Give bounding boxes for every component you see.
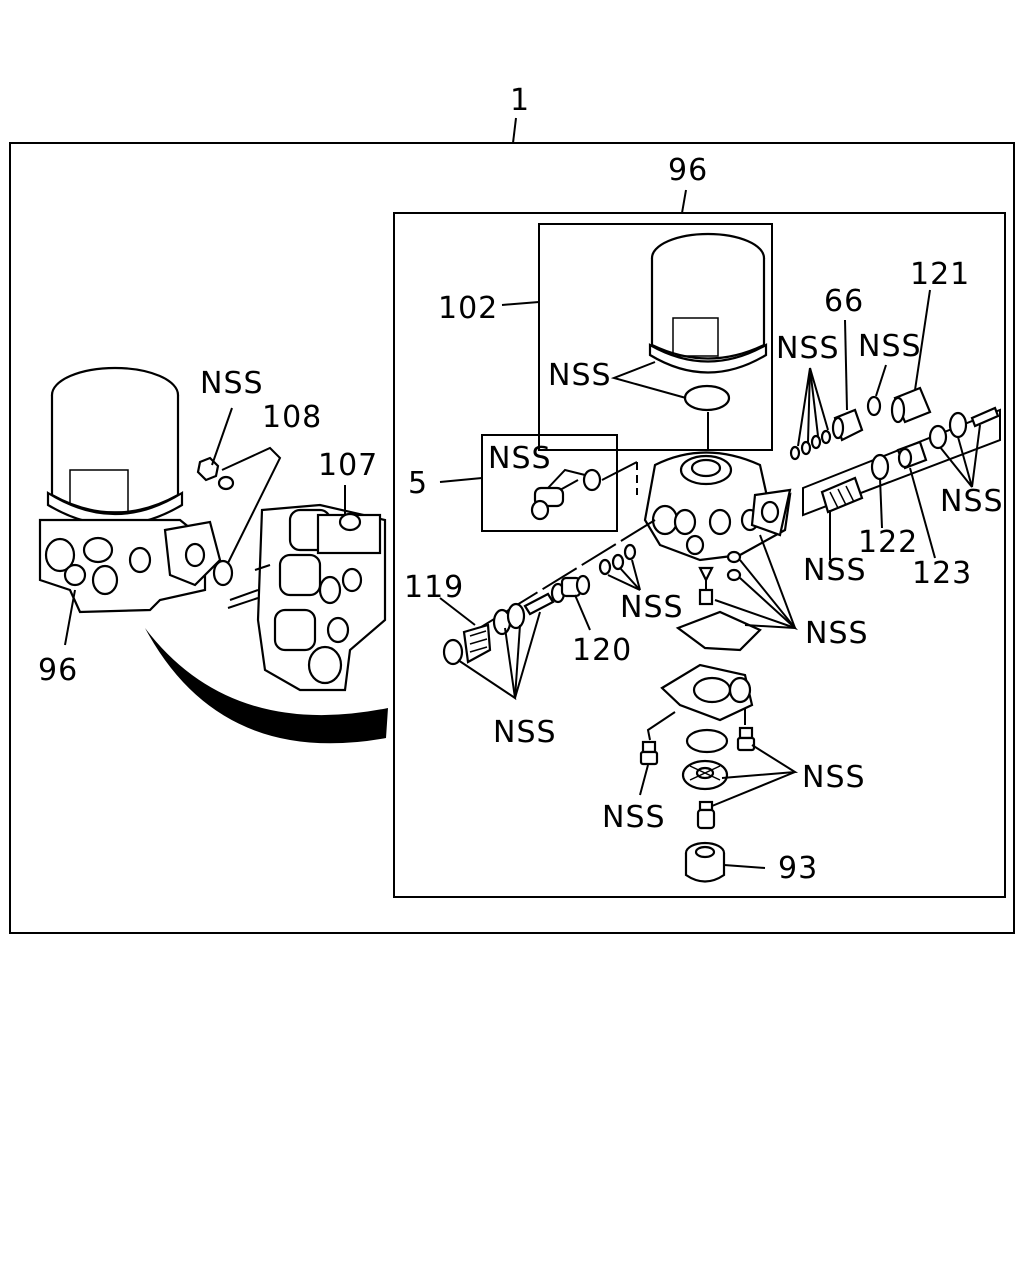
- check-valve-5: [530, 468, 602, 521]
- spring-119: [442, 623, 492, 666]
- screw-left: [639, 740, 659, 766]
- cartridge-o-ring: [683, 384, 731, 412]
- gasket: [675, 610, 762, 652]
- end-plate: [660, 663, 754, 722]
- assembly-leader: [512, 117, 517, 144]
- label-96-kit: 96: [668, 153, 708, 188]
- label-nss-cartridge: NSS: [548, 358, 612, 393]
- spring-nss: [820, 476, 864, 514]
- label-96-left: 96: [38, 653, 78, 688]
- piston-rod: [523, 592, 555, 616]
- filter-cartridge-102: [648, 232, 768, 374]
- label-5: 5: [408, 466, 428, 501]
- label-nss-valve: NSS: [488, 441, 552, 476]
- small-ring-r4: [820, 429, 832, 445]
- o-ring-nss-66: [866, 395, 882, 417]
- label-nss-121: NSS: [858, 329, 922, 364]
- label-120: 120: [572, 633, 632, 668]
- valve-box: [481, 434, 618, 532]
- label-107: 107: [318, 448, 378, 483]
- cartridge-box: [538, 223, 773, 451]
- screw-right: [970, 406, 1000, 428]
- label-nss-66: NSS: [776, 331, 840, 366]
- air-dryer-assembly: [38, 366, 222, 646]
- small-ring-1: [598, 558, 612, 576]
- small-ring-3: [623, 543, 637, 561]
- label-121: 121: [910, 257, 970, 292]
- label-102: 102: [438, 291, 498, 326]
- nut: [196, 456, 220, 482]
- small-ring-r2: [800, 440, 812, 456]
- kit-leader: [681, 189, 687, 214]
- screw-right-lower: [736, 726, 756, 752]
- label-123: 123: [912, 556, 972, 591]
- o-ring-right-1: [928, 424, 948, 450]
- small-o-ring-1: [726, 550, 742, 564]
- label-nss-housing: NSS: [805, 616, 869, 651]
- label-nss-spring: NSS: [803, 553, 867, 588]
- label-1: 1: [510, 83, 530, 118]
- label-nss-right: NSS: [940, 484, 1004, 519]
- label-108: 108: [262, 400, 322, 435]
- label-122: 122: [858, 525, 918, 560]
- small-ring-2: [611, 553, 625, 571]
- lower-o-ring: [685, 728, 729, 754]
- o-ring-108: [212, 559, 234, 587]
- part-123: [896, 440, 928, 470]
- part-66: [831, 408, 864, 442]
- screw-lower: [696, 800, 716, 830]
- part-122: [870, 453, 890, 481]
- part-121: [890, 386, 932, 424]
- dryer-housing: [643, 412, 792, 562]
- swoosh-arrow: [145, 628, 388, 744]
- washer: [217, 475, 235, 491]
- label-nss-screw: NSS: [602, 800, 666, 835]
- heater-93: [684, 841, 726, 883]
- o-ring-b: [506, 602, 526, 630]
- piston-120: [550, 574, 591, 604]
- label-nss-119: NSS: [493, 715, 557, 750]
- label-119: 119: [404, 570, 464, 605]
- valve-pin: [698, 566, 714, 583]
- small-ring-r1: [789, 445, 801, 461]
- o-ring-right-2: [948, 411, 968, 439]
- filter-disc: [681, 759, 729, 791]
- label-93: 93: [778, 851, 818, 886]
- label-nss-left: NSS: [200, 366, 264, 401]
- kit-frame: [393, 212, 1006, 898]
- small-o-ring-2: [726, 568, 742, 582]
- label-66: 66: [824, 284, 864, 319]
- label-nss-lower: NSS: [802, 760, 866, 795]
- pin-spring: [698, 588, 714, 606]
- small-ring-r3: [810, 434, 822, 450]
- assembly-frame: [9, 142, 1015, 934]
- governor-valve-107: [227, 503, 387, 692]
- label-nss-120: NSS: [620, 590, 684, 625]
